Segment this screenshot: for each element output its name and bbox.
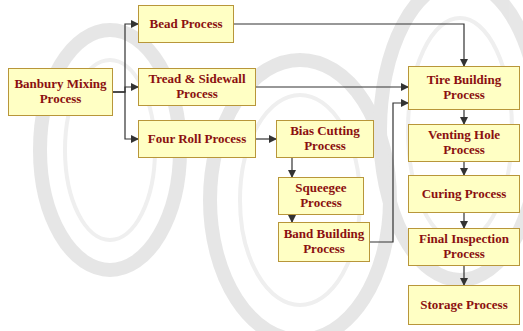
process-label: Tire Building Process bbox=[413, 73, 515, 103]
process-box: Squeegee Process bbox=[278, 177, 364, 215]
flow-arrow bbox=[234, 24, 464, 66]
process-label: Bead Process bbox=[149, 17, 222, 32]
flow-arrow bbox=[463, 162, 464, 175]
process-box: Final Inspection Process bbox=[408, 228, 520, 266]
flow-arrow bbox=[291, 158, 292, 177]
flow-arrow bbox=[113, 24, 138, 92]
flow-arrow bbox=[113, 87, 138, 92]
process-label: Band Building Process bbox=[283, 227, 365, 257]
process-box: Four Roll Process bbox=[138, 120, 256, 158]
process-box: Storage Process bbox=[408, 285, 520, 325]
tire-watermark bbox=[40, 0, 523, 331]
process-box: Tread & Sidewall Process bbox=[138, 68, 256, 106]
process-box: Tire Building Process bbox=[408, 66, 520, 110]
flow-arrow bbox=[113, 92, 138, 139]
process-label: Banbury Mixing Process bbox=[13, 77, 108, 107]
process-box: Curing Process bbox=[408, 175, 520, 213]
process-label: Venting Hole Process bbox=[413, 128, 515, 158]
process-label: Final Inspection Process bbox=[413, 232, 515, 262]
flow-arrow bbox=[256, 86, 408, 87]
process-box: Bead Process bbox=[138, 5, 234, 43]
flow-arrow bbox=[463, 266, 464, 285]
process-label: Squeegee Process bbox=[283, 181, 359, 211]
flow-arrow bbox=[370, 103, 408, 242]
tire-outline bbox=[380, 0, 523, 280]
process-label: Tread & Sidewall Process bbox=[143, 72, 251, 102]
process-box: Bias Cutting Process bbox=[276, 120, 374, 158]
flow-arrow bbox=[463, 110, 464, 124]
process-label: Curing Process bbox=[422, 187, 507, 202]
process-label: Bias Cutting Process bbox=[281, 124, 369, 154]
flow-arrow bbox=[463, 213, 464, 228]
process-box: Banbury Mixing Process bbox=[8, 68, 113, 116]
process-box: Band Building Process bbox=[278, 222, 370, 262]
process-label: Four Roll Process bbox=[148, 132, 246, 147]
process-box: Venting Hole Process bbox=[408, 124, 520, 162]
flow-arrow bbox=[291, 215, 292, 222]
flow-arrow bbox=[256, 138, 276, 139]
process-label: Storage Process bbox=[420, 298, 507, 313]
